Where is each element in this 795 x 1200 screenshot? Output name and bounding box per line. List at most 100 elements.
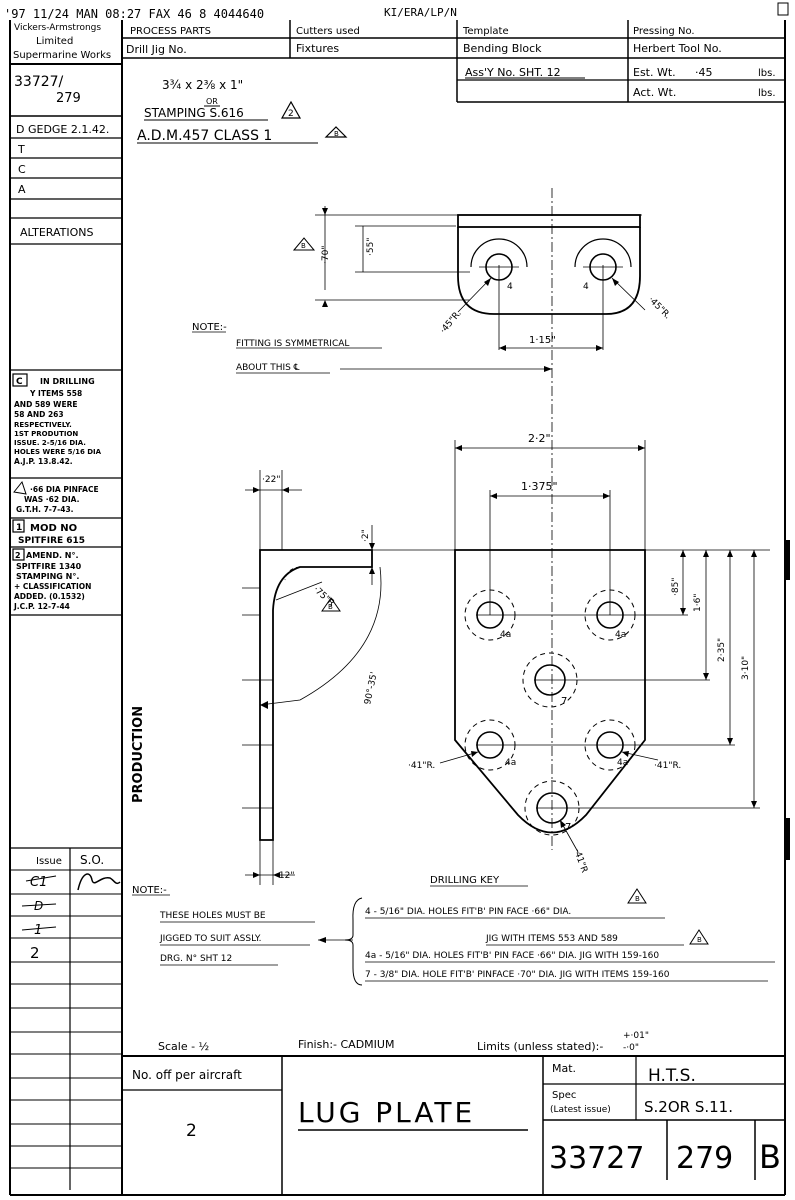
top-radius-left: ·45"R. (439, 309, 464, 336)
alt-2-line-3: STAMPING N°. (16, 572, 79, 581)
spec-label-2: (Latest issue) (550, 1105, 611, 1115)
note-symmetrical: NOTE:- FITTING IS SYMMETRICAL ABOUT THIS… (192, 322, 552, 374)
side-angle: 90°-35' (363, 671, 380, 705)
alt-2-box (12, 548, 25, 561)
company-name-2: Limited (36, 36, 73, 47)
plan-radius-right: ·41"R. (654, 761, 681, 771)
material-size: 3¾ x 2⅜ x 1" (162, 78, 243, 92)
issue-row-4: 2 (30, 944, 40, 962)
alt-c-line-2: Y ITEMS 558 (29, 389, 82, 398)
checked-row: C (18, 163, 26, 176)
side-view: ·22" ·2" ·75"R B 90°-35' ·12" (242, 470, 382, 885)
est-wt-unit: lbs. (758, 68, 776, 79)
company-name-3: Supermarine Works (13, 50, 111, 61)
alt-c-line-7: ISSUE. 2-5/16 DIA. (14, 439, 86, 447)
issue-row-3: 1 (34, 923, 42, 938)
scale-label: Scale - ½ (158, 1040, 209, 1053)
alt-1-line-1: MOD NO (30, 523, 77, 534)
alt-2-line-6: J.C.P. 12-7-44 (13, 602, 70, 611)
note1-line-2: ABOUT THIS ℄ (236, 363, 300, 373)
top-hole-right-label: 4 (583, 282, 589, 292)
production-stamp: PRODUCTION (131, 706, 146, 803)
alt-c-line-3: AND 589 WERE (14, 400, 77, 409)
revision-mark-b-side: B (328, 603, 333, 611)
drilling-key-line-4: 7 - 3/8" DIA. HOLE FIT'B' PINFACE ·70" D… (365, 970, 670, 980)
alt-c-box (12, 373, 28, 387)
alt-1-number: 1 (16, 523, 22, 533)
issue-column-header: Issue (36, 856, 62, 867)
left-column: Vickers-Armstrongs Limited Supermarine W… (10, 23, 122, 1190)
spec-label: Spec (552, 1090, 576, 1101)
scale-row: Scale - ½ Finish:- CADMIUM Limits (unles… (158, 1031, 649, 1053)
hole-label-4a-2: 4a (615, 630, 626, 640)
alt-c-line-4: 58 AND 263 (14, 410, 64, 419)
alt-2-line-5: ADDED. (0.1532) (14, 592, 85, 601)
drawing-number-a: 33727/ (14, 74, 64, 90)
assy-no-label: Ass'Y No. SHT. 12 (465, 66, 561, 79)
dim-plan-85: ·85" (671, 578, 681, 596)
material-or: OR (206, 97, 218, 106)
hole-label-7-1: 7 (561, 696, 567, 707)
alt-c-line-9: A.J.P. 13.8.42. (14, 457, 73, 466)
revision-mark-b-top: B (301, 242, 306, 250)
issue-letter: B (759, 1138, 781, 1176)
dim-plan-1375: 1·375" (521, 480, 558, 493)
fixtures-label: Fixtures (296, 42, 339, 55)
finish-label: Finish:- CADMIUM (298, 1038, 394, 1051)
est-wt-value: ·45 (695, 66, 713, 79)
alt-c-line-5: RESPECTIVELY. (14, 421, 72, 429)
bottom-title-block: No. off per aircraft 2 LUG PLATE Mat. H.… (122, 1055, 785, 1195)
dim-plan-16: 1·6" (693, 594, 703, 612)
drilling-key-title: DRILLING KEY (430, 875, 500, 886)
template-label: Template (462, 26, 509, 37)
bending-block-label: Bending Block (463, 42, 542, 55)
dim-top-115: 1·15" (529, 335, 556, 346)
alt-b-line-1: ·66 DIA PINFACE (30, 485, 99, 494)
dim-plan-310: 3·10" (741, 656, 751, 680)
top-view-outline (457, 227, 641, 315)
alt-2-number: 2 (15, 551, 21, 560)
material-spec: 3¾ x 2⅜ x 1" OR STAMPING S.616 2 A.D.M.4… (137, 78, 348, 144)
company-name-1: Vickers-Armstrongs (14, 23, 101, 33)
alt-c-letter: C (16, 377, 23, 387)
alt-c-line-6: 1ST PRODUTION (14, 430, 78, 438)
dim-side-22: ·22" (262, 475, 280, 485)
alt-b-line-2: WAS ·62 DIA. (24, 495, 80, 504)
top-radius-right: ·45"R. (646, 295, 672, 321)
note2-line-1: THESE HOLES MUST BE (159, 911, 266, 921)
revision-triangle-icon (324, 126, 348, 138)
alt-b-line-3: G.T.H. 7-7-43. (16, 505, 74, 514)
no-off-label: No. off per aircraft (132, 1068, 242, 1082)
note-holes: NOTE:- THESE HOLES MUST BE JIGGED TO SUI… (132, 885, 363, 986)
limits-minus: -·0" (623, 1043, 639, 1053)
stamping-number: STAMPING S.616 (144, 106, 244, 120)
revision-mark-b-key: B (635, 895, 640, 903)
plan-radius-bottom: ·41"R (571, 848, 589, 875)
part-title: LUG PLATE (298, 1096, 475, 1129)
act-wt-label: Act. Wt. (633, 86, 676, 99)
note1-label: NOTE:- (192, 322, 227, 333)
plan-radius-left: ·41"R. (408, 761, 435, 771)
drilling-key-line-1: 4 - 5/16" DIA. HOLES FIT'B' PIN FACE ·66… (365, 907, 571, 917)
fax-header: '97 11/24 MAN 08:27 FAX 46 8 4044640 KI/… (4, 2, 789, 21)
plan-view: 2·2" 1·375" ·85" 1·6" 2·35" 3·10" 4a 4a … (365, 432, 770, 874)
drawing-number-b: 279 (56, 91, 81, 106)
revision-triangle-icon (13, 480, 27, 495)
hole-label-4a-4: 4a (617, 758, 628, 768)
dim-side-12: ·12" (276, 871, 294, 881)
approved-row: A (18, 183, 26, 196)
note2-label: NOTE:- (132, 885, 167, 896)
act-wt-unit: lbs. (758, 88, 776, 99)
edge-mark (786, 818, 790, 860)
dim-plan-22: 2·2" (528, 432, 551, 445)
alt-1-box (12, 519, 25, 533)
process-parts-label: PROCESS PARTS (130, 26, 211, 37)
traced-row: T (17, 143, 25, 156)
material-label: Mat. (552, 1062, 576, 1075)
fax-header-text: '97 11/24 MAN 08:27 FAX 46 8 4044640 (4, 7, 264, 21)
alterations-heading: ALTERATIONS (20, 226, 94, 239)
alt-c-line-8: HOLES WERE 5/16 DIA (14, 448, 102, 456)
side-view-outline (259, 549, 373, 841)
revision-triangle-icon (689, 929, 709, 945)
